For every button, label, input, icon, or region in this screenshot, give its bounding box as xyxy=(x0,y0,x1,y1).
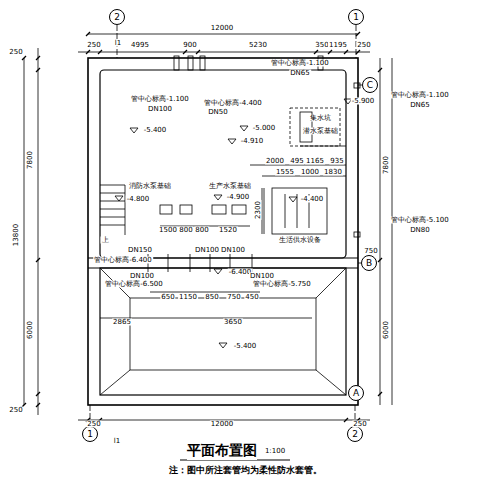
dimension-text: 935 xyxy=(329,158,344,165)
annotation-text: DN100 xyxy=(129,273,155,280)
dimension-text: 250 xyxy=(8,49,23,56)
annotation-text: DN100 xyxy=(194,247,220,254)
dimension-text: 250 xyxy=(352,421,367,428)
axis-number: 2 xyxy=(114,13,120,22)
dimension-text: 900 xyxy=(182,42,197,49)
annotation-text: 上 xyxy=(101,237,110,244)
annotation-text: DN100 xyxy=(147,106,173,113)
axis-bubble: A xyxy=(348,385,364,401)
dimension-text: 750 xyxy=(226,294,241,301)
dimension-text: -5.000 xyxy=(252,125,277,132)
dimension-text: 1:100 xyxy=(264,448,286,455)
annotation-text: l1 xyxy=(114,40,122,47)
axis-bubble: 2 xyxy=(109,9,125,25)
dimension-text: 450 xyxy=(244,294,259,301)
dimension-text: 1165 xyxy=(305,158,325,165)
dimension-text: 850 xyxy=(204,294,219,301)
dimension-text: 2000 xyxy=(265,158,285,165)
annotation-text: 管中心标高-5.100 xyxy=(390,217,450,224)
dimension-text: 1000 xyxy=(300,169,320,176)
dimension-text: 13800 xyxy=(13,223,20,247)
dimension-text: 1555 xyxy=(275,169,295,176)
note-text: 注：图中所注套管均为柔性防水套管。 xyxy=(169,464,322,477)
annotation-text: 管中心标高-1.100 xyxy=(270,60,330,67)
dimension-text: 6000 xyxy=(383,320,390,340)
annotation-text: 管中心标高-6.400 xyxy=(93,257,153,264)
dimension-text: 4995 xyxy=(130,42,150,49)
axis-number: 1 xyxy=(353,13,359,22)
drawing-title: 平面布置图 xyxy=(187,442,257,460)
dimension-text: 3650 xyxy=(223,319,243,326)
dimension-text: -4.900 xyxy=(226,194,251,201)
dimension-text: 650 xyxy=(160,294,175,301)
annotation-text: DN100 xyxy=(220,247,246,254)
annotation-text: 消防水泵基础 xyxy=(128,183,172,190)
dimension-text: 2865 xyxy=(112,319,132,326)
annotation-text: 管中心标高-4.400 xyxy=(203,100,263,107)
axis-bubble: 1 xyxy=(82,426,98,442)
axis-number: C xyxy=(367,81,373,90)
dimension-text: 1195 xyxy=(328,42,348,49)
dimension-text: -5.400 xyxy=(233,343,258,350)
annotation-text: 管中心标高-1.100 xyxy=(390,92,450,99)
dimension-text: -4.800 xyxy=(126,196,151,203)
annotation-text: 潜水泵基础 xyxy=(302,128,339,135)
annotation-text: 生产水泵基础 xyxy=(208,183,252,190)
dimension-text: -5.900 xyxy=(351,98,376,105)
dimension-text: 1830 xyxy=(323,169,343,176)
dimension-text: 250 xyxy=(86,421,101,428)
annotation-text: 生活供水设备 xyxy=(278,237,322,244)
dimension-text: 250 xyxy=(86,42,101,49)
dimension-text: 250 xyxy=(8,407,23,414)
dimension-text: 7800 xyxy=(383,155,390,175)
annotation-text: DN50 xyxy=(207,109,229,116)
annotation-text: DN150 xyxy=(127,247,153,254)
axis-bubble: 1 xyxy=(348,9,364,25)
dimension-text: 1500 xyxy=(158,227,178,234)
axis-bubble: B xyxy=(361,255,377,271)
dimension-text: 12000 xyxy=(210,25,234,32)
dimension-text: 250 xyxy=(356,42,371,49)
dimension-text: 1150 xyxy=(178,294,198,301)
dimension-text: 5230 xyxy=(248,42,268,49)
annotation-text: 集水坑 xyxy=(309,115,332,122)
dimension-text: 800 xyxy=(178,227,193,234)
dimension-text: -4.400 xyxy=(300,196,325,203)
dimension-text: 6000 xyxy=(27,320,34,340)
annotation-text: DN65 xyxy=(289,70,311,77)
annotation-text: 管中心标高-5.750 xyxy=(252,281,312,288)
dimension-text: 495 xyxy=(289,158,304,165)
annotation-text: DN65 xyxy=(409,102,431,109)
dimension-text: 800 xyxy=(194,227,209,234)
annotation-text: DN100 xyxy=(249,273,275,280)
axis-number: 2 xyxy=(352,430,358,439)
axis-bubble: 2 xyxy=(347,426,363,442)
annotation-text: DN80 xyxy=(409,227,431,234)
axis-bubble: C xyxy=(362,77,378,93)
axis-number: B xyxy=(366,259,372,268)
dimension-text: 750 xyxy=(363,248,378,255)
annotation-text: 管中心标高-1.100 xyxy=(130,96,190,103)
dimension-text: 1520 xyxy=(218,227,238,234)
dimension-text: -5.400 xyxy=(143,127,168,134)
dimension-text: 7800 xyxy=(27,150,34,170)
axis-number: 1 xyxy=(87,430,93,439)
dimension-text: 12000 xyxy=(210,421,234,428)
axis-number: A xyxy=(353,389,359,398)
dimension-text: -4.910 xyxy=(240,138,265,145)
dimension-text: 2300 xyxy=(255,200,262,220)
annotation-text: l1 xyxy=(113,438,121,445)
annotation-text: 管中心标高-6.500 xyxy=(104,281,164,288)
